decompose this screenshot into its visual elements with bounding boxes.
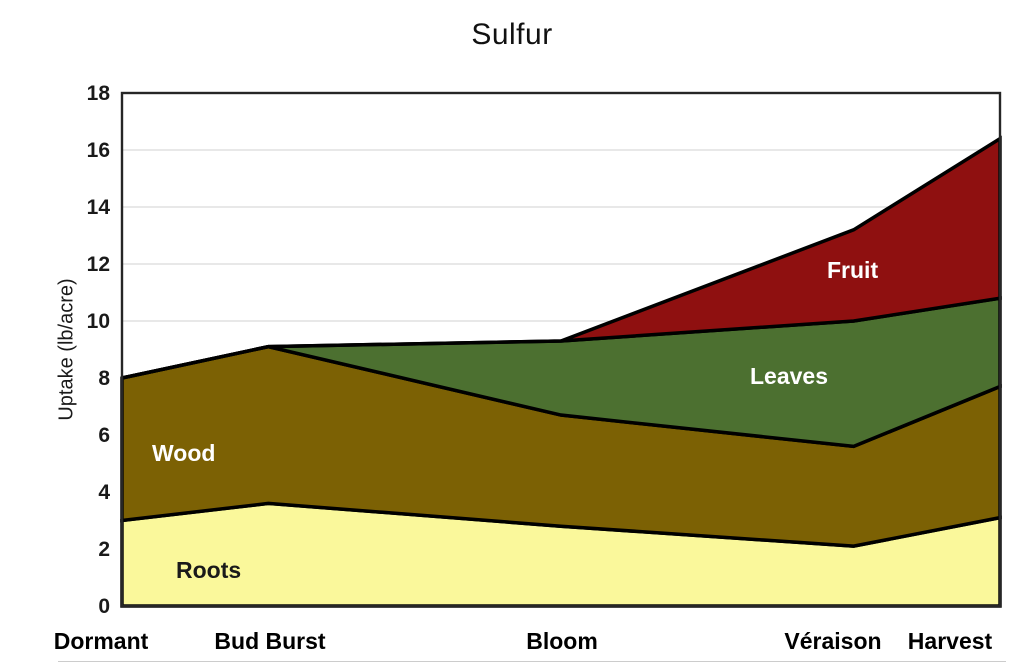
- series-label-roots: Roots: [176, 557, 241, 583]
- y-tick-label-10: 10: [87, 310, 110, 333]
- y-tick-label-18: 18: [87, 82, 111, 105]
- series-label-wood: Wood: [152, 440, 215, 466]
- y-tick-label-0: 0: [98, 595, 110, 618]
- chart-title: Sulfur: [471, 18, 553, 51]
- y-tick-label-4: 4: [98, 481, 110, 504]
- x-tick-label-harvest: Harvest: [908, 628, 993, 654]
- x-tick-label-bud-burst: Bud Burst: [214, 628, 326, 654]
- y-tick-label-14: 14: [87, 196, 111, 219]
- series-label-leaves: Leaves: [750, 363, 828, 389]
- x-tick-label-v-raison: Véraison: [784, 628, 881, 654]
- y-tick-label-8: 8: [98, 367, 110, 390]
- y-tick-label-6: 6: [98, 424, 110, 447]
- plot-frame: [120, 91, 1002, 608]
- series-label-fruit: Fruit: [827, 257, 878, 283]
- y-tick-label-16: 16: [87, 139, 110, 162]
- x-tick-label-dormant: Dormant: [54, 628, 149, 654]
- y-tick-label-2: 2: [98, 538, 110, 561]
- x-tick-label-bloom: Bloom: [526, 628, 598, 654]
- page-edge-line: [58, 661, 1006, 662]
- y-tick-label-12: 12: [87, 253, 110, 276]
